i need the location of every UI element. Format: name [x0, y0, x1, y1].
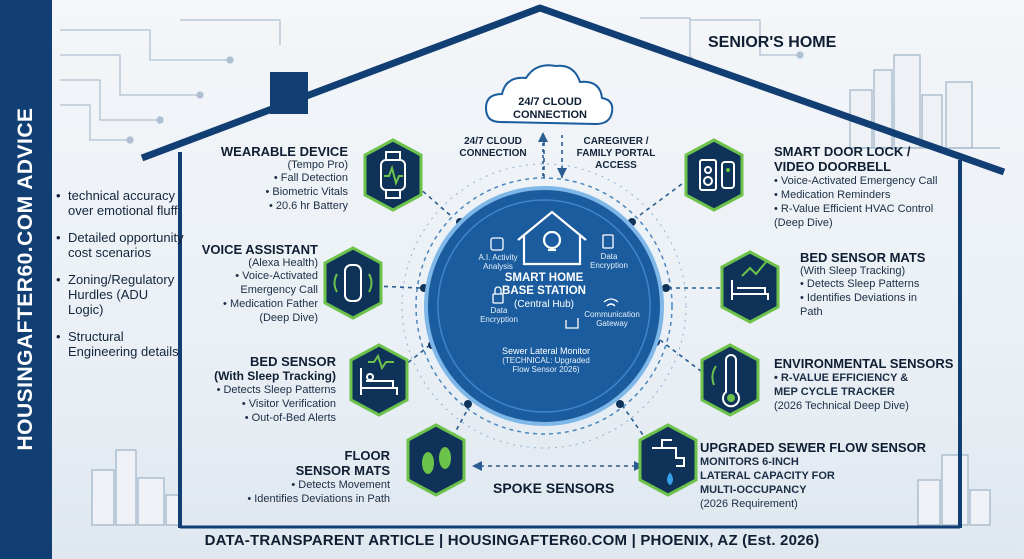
- node-title: VIDEO DOORBELL: [774, 159, 892, 174]
- hub-comm-line: Communication: [584, 310, 640, 319]
- home-label: SENIOR'S HOME: [708, 34, 837, 51]
- cloud-right-link: CAREGIVER / FAMILY PORTAL ACCESS: [566, 136, 666, 172]
- node-title: BED SENSOR MATS: [800, 250, 926, 265]
- node-sewer: UPGRADED SEWER FLOW SENSOR MONITORS 6-IN…: [700, 440, 926, 511]
- cloud-title-line: 24/7 CLOUD: [518, 96, 582, 108]
- node-item: • Detects Sleep Patterns: [216, 384, 336, 396]
- hub-sewer-line: Sewer Lateral Monitor: [501, 346, 591, 356]
- node-title: UPGRADED SEWER FLOW SENSOR: [700, 440, 927, 455]
- hub-enc-line: Data: [490, 306, 508, 315]
- node-item: • Biometric Vitals: [265, 186, 348, 198]
- node-title: SENSOR MATS: [295, 463, 390, 478]
- sidebar-bullet: Structural Engineering details: [56, 329, 186, 359]
- hub-sewer-line: (TECHNICAL: Upgraded: [502, 356, 590, 365]
- hub-title-line: BASE STATION: [502, 285, 586, 297]
- node-bedmats: BED SENSOR MATS (With Sleep Tracking) • …: [800, 250, 925, 319]
- node-item: Path: [800, 306, 823, 318]
- node-floor: FLOOR SENSOR MATS • Detects Movement • I…: [247, 448, 390, 506]
- hub-encryption-right: Data Encryption: [584, 252, 634, 270]
- node-item: LATERAL CAPACITY FOR: [700, 470, 835, 482]
- cloud-left-link: 24/7 CLOUD CONNECTION: [448, 136, 538, 160]
- chimney: [270, 72, 308, 114]
- node-subtitle: (Alexa Health): [248, 257, 318, 269]
- sidebar-bullet: technical accuracy over emotional fluff: [56, 188, 186, 218]
- cloud-link-line: CONNECTION: [459, 148, 527, 159]
- node-item: • Medication Father: [223, 298, 318, 310]
- node-item: MULTI-OCCUPANCY: [700, 484, 807, 496]
- node-item: • Medication Reminders: [774, 189, 891, 201]
- hub-encryption-left: Data Encryption: [474, 306, 524, 324]
- hub-comm-gateway: Communication Gateway: [580, 310, 644, 328]
- node-env: ENVIRONMENTAL SENSORS • R-VALUE EFFICIEN…: [774, 356, 953, 413]
- node-item: • Voice-Activated Emergency Call: [774, 175, 938, 187]
- hub-enc-line: Data: [600, 252, 618, 261]
- node-item: MEP CYCLE TRACKER: [774, 386, 895, 398]
- node-title: VOICE ASSISTANT: [201, 242, 318, 257]
- node-item: • Fall Detection: [273, 172, 348, 184]
- node-item: • Detects Movement: [291, 479, 390, 491]
- footer-banner: DATA-TRANSPARENT ARTICLE | HOUSINGAFTER6…: [204, 532, 820, 549]
- node-subtitle: (Tempo Pro): [287, 159, 348, 171]
- node-bed: BED SENSOR (With Sleep Tracking) • Detec…: [214, 354, 336, 425]
- hex-nodes: [323, 138, 780, 497]
- spoke-sensors-label: SPOKE SENSORS: [493, 480, 615, 496]
- sidebar-title: HOUSINGAFTER60.COM ADVICE: [14, 107, 37, 451]
- node-title: SMART DOOR LOCK /: [774, 144, 911, 159]
- hub-title: SMART HOME BASE STATION (Central Hub): [480, 272, 608, 311]
- node-item: • Out-of-Bed Alerts: [244, 412, 336, 424]
- hub-ai-line: A.I. Activity: [478, 253, 518, 262]
- hub-enc-line: Encryption: [480, 315, 518, 324]
- skyline-left-bottom: [91, 449, 181, 526]
- hub-enc-line: Encryption: [590, 261, 628, 270]
- node-title: ENVIRONMENTAL SENSORS: [774, 356, 954, 371]
- hub-house-icon: [517, 210, 587, 266]
- sidebar-bullets: technical accuracy over emotional fluff …: [56, 188, 186, 371]
- sidebar-band: [0, 0, 52, 559]
- cloud-link-line: 24/7 CLOUD: [464, 136, 522, 147]
- circuit-decoration: [60, 19, 281, 144]
- skyline-right-bottom: [917, 454, 991, 526]
- node-item: (2026 Requirement): [700, 498, 798, 510]
- node-item: • R-VALUE EFFICIENCY &: [774, 372, 909, 384]
- hub-sewer-line: Flow Sensor 2026): [512, 365, 580, 374]
- node-item: Emergency Call: [240, 284, 318, 296]
- cloud-title-line: CONNECTION: [513, 109, 587, 121]
- node-voice: VOICE ASSISTANT (Alexa Health) • Voice-A…: [202, 242, 318, 325]
- hub-title-line: SMART HOME: [504, 272, 584, 284]
- node-item: • Identifies Deviations in: [800, 292, 917, 304]
- sidebar-bullet: Zoning/Regulatory Hurdles (ADU Logic): [56, 272, 186, 317]
- sidebar-bullet: Detailed opportunity cost scenarios: [56, 230, 186, 260]
- cloud-link-line: FAMILY PORTAL: [576, 148, 656, 159]
- cloud-title: 24/7 CLOUD CONNECTION: [500, 96, 600, 122]
- node-item: • 20.6 hr Battery: [268, 200, 348, 212]
- node-door: SMART DOOR LOCK / VIDEO DOORBELL • Voice…: [774, 144, 937, 230]
- skyline-right-top: [849, 54, 1000, 149]
- hub-ai-line: Analysis: [483, 262, 513, 271]
- cloud-shape: [484, 64, 614, 126]
- hub-sewer-monitor: Sewer Lateral Monitor (TECHNICAL: Upgrad…: [494, 346, 598, 374]
- cloud-link-line: CAREGIVER /: [583, 136, 649, 147]
- cloud-link-line: ACCESS: [595, 160, 637, 171]
- node-item: (Deep Dive): [259, 312, 318, 324]
- node-subtitle: (With Sleep Tracking): [214, 369, 336, 383]
- node-item: (Deep Dive): [774, 217, 833, 229]
- node-title: FLOOR: [344, 448, 391, 463]
- node-item: MONITORS 6-INCH: [700, 456, 799, 468]
- node-title: BED SENSOR: [250, 354, 336, 369]
- hub-comm-line: Gateway: [596, 319, 628, 328]
- node-item: • Detects Sleep Patterns: [800, 278, 920, 290]
- node-item: • R-Value Efficient HVAC Control: [774, 203, 934, 215]
- node-item: • Visitor Verification: [241, 398, 336, 410]
- hub-ai-analysis: A.I. Activity Analysis: [470, 253, 526, 271]
- node-item: (2026 Technical Deep Dive): [774, 400, 909, 412]
- node-subtitle: (With Sleep Tracking): [800, 265, 906, 277]
- node-title: WEARABLE DEVICE: [220, 144, 348, 159]
- hub-subtitle: (Central Hub): [513, 299, 575, 310]
- node-wearable: WEARABLE DEVICE (Tempo Pro) • Fall Detec…: [221, 144, 348, 213]
- node-item: • Voice-Activated: [235, 270, 318, 282]
- node-item: • Identifies Deviations in Path: [247, 493, 390, 505]
